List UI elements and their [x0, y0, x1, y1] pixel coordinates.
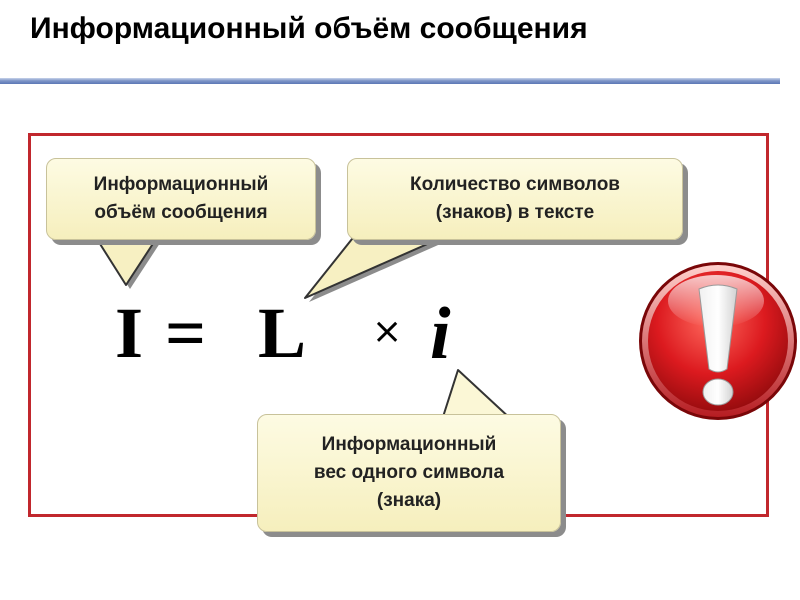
callout-symbol-weight-line-1: Информационный [321, 434, 497, 455]
callout-message-volume-line-2: объём сообщения [94, 202, 268, 223]
callout-message-volume: Информационный объём сообщения [46, 158, 316, 240]
callout-symbol-weight: Информационный вес одного символа (знака… [257, 414, 561, 532]
callout-message-volume-line-1: Информационный [93, 174, 269, 195]
formula-multiply-sign: × [372, 311, 403, 352]
formula-info-volume-symbol: I [115, 293, 144, 373]
callout-symbol-weight-line-2: вес одного символа [313, 462, 505, 483]
title-divider [0, 78, 780, 84]
callout-symbol-count: Количество символов (знаков) в тексте [347, 158, 683, 240]
callout-symbol-count-line-2: (знаков) в тексте [435, 202, 595, 223]
formula-symbol-weight-variable: i [430, 293, 451, 375]
formula-symbol-count-variable: L [258, 293, 307, 373]
callout-symbol-count-line-1: Количество символов [410, 174, 620, 195]
formula-equals-sign: = [165, 293, 207, 373]
slide-title: Информационный объём сообщения [30, 12, 588, 45]
exclamation-circle-icon [639, 262, 797, 420]
callout-symbol-weight-line-3: (знака) [376, 490, 442, 511]
